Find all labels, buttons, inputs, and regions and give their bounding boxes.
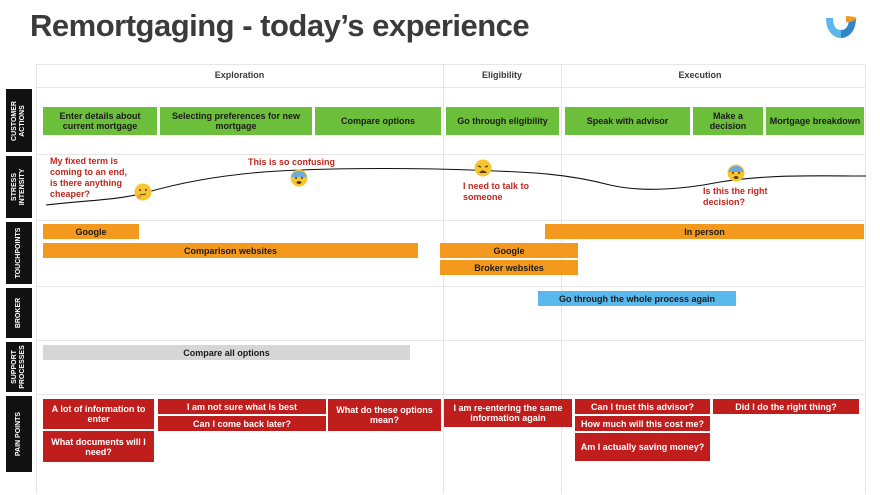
action-compare-options: Compare options [315,107,441,135]
touchpoint-broker-websites: Broker websites [440,260,578,275]
thinking-face-icon [134,183,152,201]
action-enter-details: Enter details about current mortgage [43,107,157,135]
pain-point-come-back: Can I come back later? [158,416,326,431]
row-label-broker: BROKER [6,288,32,338]
pain-point-saving-money: Am I actually saving money? [575,433,710,461]
row-label-pain-points: PAIN POINTS [6,396,32,472]
action-select-preferences: Selecting preferences for new mortgage [160,107,312,135]
grid-line [36,87,866,88]
action-make-decision: Make a decision [693,107,763,135]
grid-line [36,394,866,395]
grid-line [36,64,866,65]
pain-point-cost: How much will this cost me? [575,416,710,431]
pain-point-not-sure: I am not sure what is best [158,399,326,414]
grid-line [36,340,866,341]
action-mortgage-breakdown: Mortgage breakdown [766,107,864,135]
action-eligibility: Go through eligibility [446,107,559,135]
row-label-stress-intensity: STRESS INTENSITY [6,156,32,218]
grid-line [36,286,866,287]
pain-point-re-entering: I am re-entering the same information ag… [444,399,572,427]
grid-line [36,154,866,155]
phase-divider [561,64,562,494]
phase-divider [443,64,444,494]
phase-exploration: Exploration [214,70,265,80]
brand-logo [826,16,857,38]
row-label-customer-actions: CUSTOMER ACTIONS [6,89,32,152]
row-label-touchpoints: TOUCHPOINTS [6,222,32,284]
grid-line [36,220,866,221]
broker-process-again: Go through the whole process again [538,291,736,306]
phase-execution: Execution [678,70,722,80]
pain-point-trust-advisor: Can I trust this advisor? [575,399,710,414]
pain-point-right-thing: Did I do the right thing? [713,399,859,414]
stress-note-fixed-term: My fixed term is coming to an end, is th… [50,156,128,199]
weary-face-icon [474,159,492,177]
action-speak-advisor: Speak with advisor [565,107,690,135]
page-title: Remortgaging - today’s experience [30,8,530,43]
stress-note-right-decision: Is this the right decision? [703,186,768,207]
anxious-face-icon [727,164,745,182]
touchpoint-comparison-websites: Comparison websites [43,243,418,258]
row-label-support-processes: SUPPORT PROCESSES [6,342,32,392]
stress-note-confusing: This is so confusing [248,157,336,167]
pain-point-options-meaning: What do these options mean? [328,399,441,431]
touchpoint-google: Google [43,224,139,239]
pain-point-information: A lot of information to enter [43,399,154,429]
touchpoint-in-person: In person [545,224,864,239]
stress-note-talk: I need to talk to someone [463,181,530,202]
grid-line [36,64,37,494]
anxious-face-icon [290,169,308,187]
support-compare-options: Compare all options [43,345,410,360]
pain-point-documents: What documents will I need? [43,431,154,462]
touchpoint-google-eligibility: Google [440,243,578,258]
grid-line [865,64,866,494]
phase-eligibility: Eligibility [481,70,522,80]
